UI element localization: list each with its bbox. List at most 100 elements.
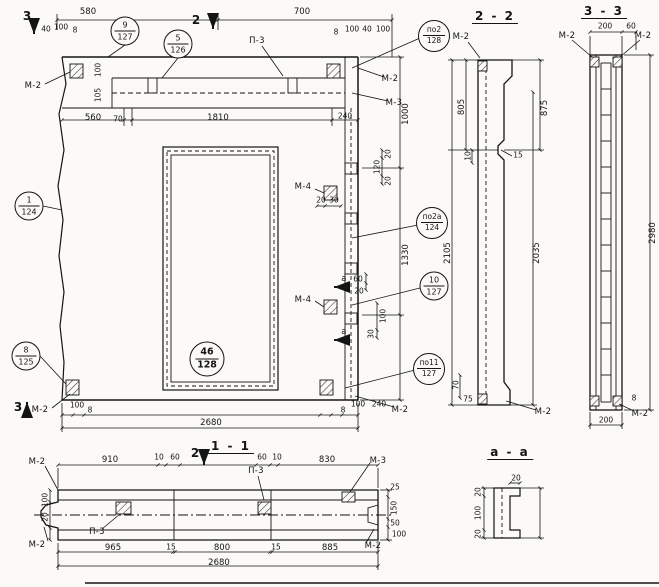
mark-m3-top-right: М-3 <box>385 97 403 108</box>
mark-m2-s22-bottom: М-2 <box>534 406 552 417</box>
dim-8-top-right: 8 <box>333 27 339 37</box>
callout-46-128: 46 128 <box>189 341 225 377</box>
dim-100-lintel: 100 <box>93 62 103 78</box>
callout-sheet: 128 <box>426 36 442 45</box>
section-3-3-dimensions <box>571 30 654 429</box>
main-elevation-linework <box>57 56 359 401</box>
callout-8-125: 8 125 <box>11 341 41 371</box>
callout-9-127: 9 127 <box>110 16 140 46</box>
section-2-2-linework <box>477 59 513 406</box>
dim-15-s22: 15 <box>513 150 523 160</box>
dim-15-plan-right: 15 <box>271 542 281 552</box>
dim-10-plan-left: 10 <box>154 452 164 462</box>
dim-40-top-left: 40 <box>41 24 51 34</box>
mark-m2-bottom-right: М-2 <box>391 404 409 415</box>
label-p3-plan-bottom: П-3 <box>89 526 105 537</box>
dim-20-right-1: 20 <box>383 149 393 159</box>
callout-sheet: 125 <box>18 357 34 366</box>
dim-50-plan: 50 <box>390 518 400 528</box>
dim-1330: 1330 <box>400 244 411 266</box>
dim-8-s33: 8 <box>631 393 637 403</box>
dim-100-plan-right: 100 <box>391 529 407 539</box>
section-1-1-dimensions <box>43 462 392 570</box>
dim-100-bottom-left: 100 <box>69 400 85 410</box>
dim-20-aa-width: 20 <box>511 473 521 483</box>
dim-8-bottom-left: 8 <box>87 405 93 415</box>
dim-20-aa-bottom: 20 <box>473 529 483 539</box>
dim-8-top-left: 8 <box>72 25 78 35</box>
title-section-a-a: а - а <box>487 446 533 460</box>
dim-560: 560 <box>84 112 102 123</box>
label-p3-plan-top: П-3 <box>248 465 264 476</box>
callout-sheet: 127 <box>426 287 442 296</box>
dim-2680-plan: 2680 <box>208 557 230 568</box>
dim-30-right: 30 <box>366 329 376 339</box>
dim-30-m4-upper: 30 <box>329 195 339 205</box>
callout-sheet: 126 <box>170 45 186 54</box>
dim-20-aa-top: 20 <box>473 487 483 497</box>
mark-m2-top-left: М-2 <box>24 80 42 91</box>
callout-number: по2а <box>420 212 444 223</box>
dim-105-lintel: 105 <box>93 87 103 103</box>
dim-2980: 2980 <box>647 222 658 244</box>
section-1-1-linework <box>34 489 392 541</box>
dim-120-right: 120 <box>372 159 382 175</box>
callout-5-126: 5 126 <box>163 29 193 59</box>
dim-15-plan-left: 15 <box>166 542 176 552</box>
title-section-1-1: 1 - 1 <box>207 440 255 454</box>
section-3-3-linework <box>589 54 623 411</box>
mark-m2-top-right: М-2 <box>381 73 399 84</box>
dim-100-bottom-right: 100 <box>350 399 366 409</box>
dim-100-top-right-2: 100 <box>375 24 391 34</box>
dim-800: 800 <box>213 542 231 553</box>
mark-m2-s22-top: М-2 <box>452 31 470 42</box>
dim-10-s22: 10 <box>463 151 473 161</box>
dim-875: 875 <box>539 99 550 117</box>
callout-number: по2 <box>423 26 445 36</box>
callout-number: 46 <box>195 346 219 359</box>
title-section-3-3: 3 - 3 <box>580 5 628 19</box>
callout-number: 1 <box>18 196 40 206</box>
dim-150-plan: 150 <box>389 500 399 516</box>
section-marker-2-top: 2 <box>191 13 201 27</box>
dim-20-right-2: 20 <box>383 176 393 186</box>
dim-580: 580 <box>79 6 97 17</box>
callout-sheet: 124 <box>424 223 440 232</box>
callout-number: 9 <box>114 21 136 31</box>
section-marker-3-top: 3 <box>22 9 32 23</box>
callout-number: 5 <box>167 34 189 44</box>
callout-sheet: 127 <box>117 32 133 41</box>
dim-240-bottom-right: 240 <box>371 399 387 409</box>
dim-2105: 2105 <box>442 242 453 264</box>
dim-40-top-right: 40 <box>362 24 372 34</box>
label-a-cut-upper: а <box>341 273 347 284</box>
dim-965: 965 <box>104 542 122 553</box>
dim-60-plan-left: 60 <box>170 452 180 462</box>
dim-60-right: 60 <box>353 274 363 284</box>
dim-805: 805 <box>456 98 467 116</box>
mark-m4-lower: М-4 <box>294 294 312 305</box>
dim-700: 700 <box>293 6 311 17</box>
section-cut-markers <box>21 13 350 465</box>
dim-240-top: 240 <box>337 111 353 121</box>
mark-m2-s33-top-right: М-2 <box>634 30 652 41</box>
mark-m2-s33-bottom-right: М-2 <box>631 408 649 419</box>
dim-2680-main: 2680 <box>200 417 222 428</box>
title-section-2-2: 2 - 2 <box>471 10 519 24</box>
dim-200-s33-bottom: 200 <box>598 415 614 425</box>
dim-830: 830 <box>318 454 336 465</box>
dim-25-plan: 25 <box>390 482 400 492</box>
callout-10-127: 10 127 <box>419 271 449 301</box>
mark-m2-s33-top-left: М-2 <box>558 30 576 41</box>
callout-1-124: 1 124 <box>14 191 44 221</box>
dim-70-s22: 70 <box>451 380 461 390</box>
dim-100-top-right: 100 <box>344 24 360 34</box>
dim-60-s33: 60 <box>626 21 636 31</box>
mark-m2-plan-top-left: М-2 <box>28 456 46 467</box>
label-a-cut-lower: а <box>341 326 347 337</box>
callout-po2a-124: по2а 124 <box>416 207 448 239</box>
mark-m2-bottom-left: М-2 <box>31 404 49 415</box>
main-elevation-dimensions <box>55 14 404 432</box>
